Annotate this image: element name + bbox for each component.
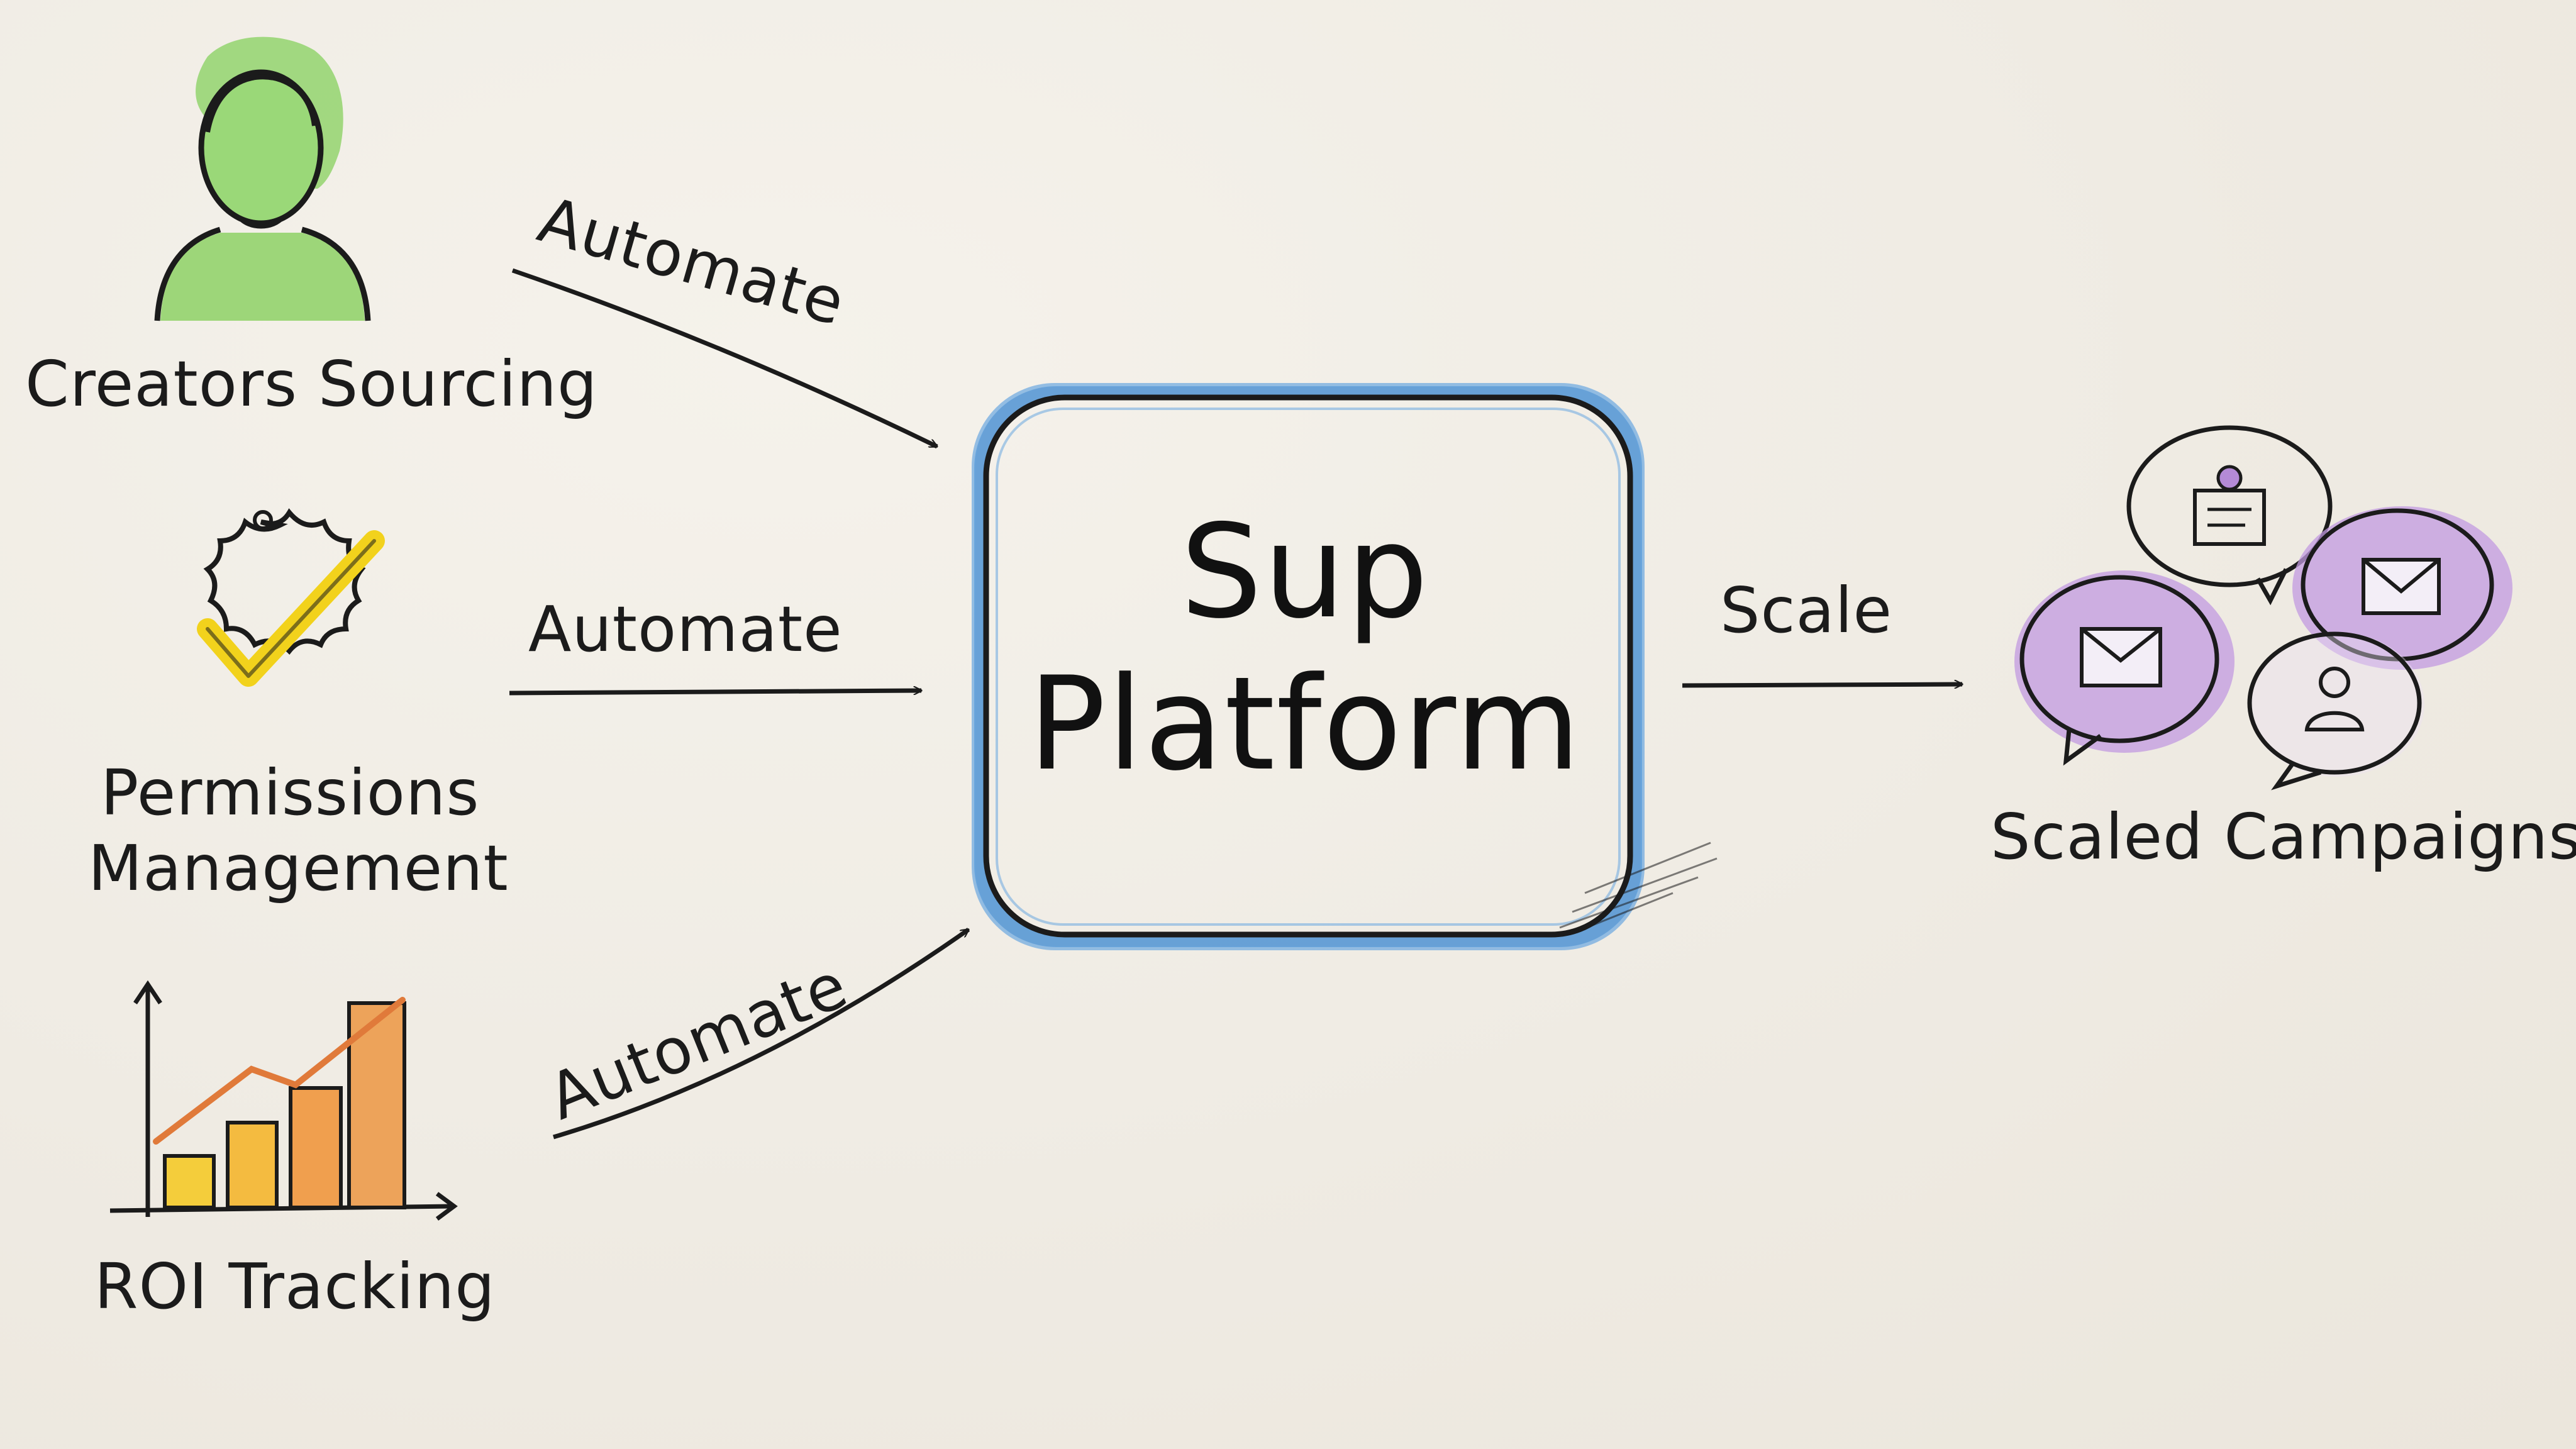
platform-box xyxy=(972,383,1718,950)
arrow-bottom xyxy=(553,928,969,1140)
roi-tracking-label: ROI Tracking xyxy=(94,1250,496,1323)
bubble-person xyxy=(2247,631,2424,791)
creators-sourcing-label: Creators Sourcing xyxy=(25,347,598,421)
arrow-middle-label: Automate xyxy=(528,592,843,666)
arrow-middle xyxy=(509,691,921,696)
platform-title-line2: Platform xyxy=(1028,649,1582,799)
bubble-mail-left xyxy=(2014,570,2235,766)
arrow-top xyxy=(511,268,937,449)
arrow-output xyxy=(1682,684,1962,686)
scaled-campaigns-label: Scaled Campaigns xyxy=(1990,800,2576,874)
bubble-document xyxy=(2126,425,2333,606)
speech-bubbles-icon xyxy=(2014,425,2512,791)
bar-chart-icon xyxy=(109,980,458,1221)
platform-title: Sup Platform xyxy=(987,497,1623,801)
badge-checkmark-icon xyxy=(197,508,385,687)
permissions-label-line1: Permissions xyxy=(101,756,480,830)
bubble-mail-right xyxy=(2292,506,2512,670)
management-label-line2: Management xyxy=(88,831,509,905)
person-icon xyxy=(154,36,371,321)
platform-title-line1: Sup xyxy=(1180,497,1430,647)
arrow-output-label: Scale xyxy=(1720,574,1893,647)
